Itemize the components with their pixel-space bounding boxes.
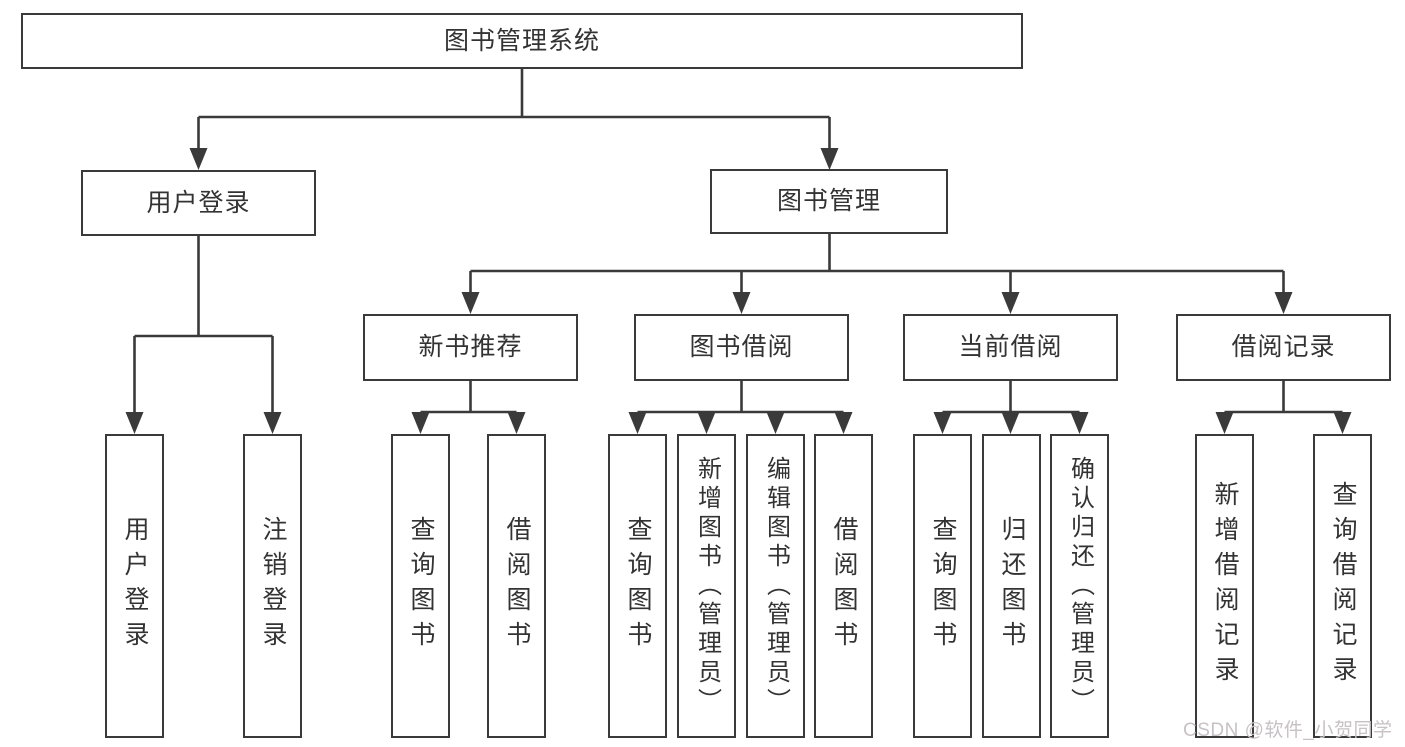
leaf-borrow-books-recommend: 借阅图书 <box>487 434 546 738</box>
leaf-query-books-current: 查询图书 <box>913 434 972 738</box>
node-label: 当前借阅 <box>958 333 1063 361</box>
leaf-return-books: 归还图书 <box>982 434 1041 738</box>
leaf-query-books-borrowing: 查询图书 <box>608 434 667 738</box>
arrow-down-icon <box>461 292 480 314</box>
node-label: 查询图书 <box>929 516 957 656</box>
node-user-login: 用户登录 <box>81 170 316 236</box>
node-label: 查询图书 <box>624 516 652 656</box>
arrow-down-icon <box>766 412 785 434</box>
node-label: 用户登录 <box>146 188 251 217</box>
node-borrowing-records: 借阅记录 <box>1176 314 1391 381</box>
leaf-user-login: 用户登录 <box>105 434 164 738</box>
node-label: 归还图书 <box>998 516 1026 656</box>
arrow-down-icon <box>507 412 526 434</box>
node-book-borrowing: 图书借阅 <box>634 314 849 381</box>
node-book-management: 图书管理 <box>710 169 948 234</box>
node-label: 新增图书（管理员） <box>693 455 721 717</box>
leaf-borrow-books: 借阅图书 <box>814 434 873 738</box>
csdn-watermark: CSDN @软件_小贺同学 <box>1183 720 1393 741</box>
arrow-down-icon <box>1274 292 1293 314</box>
leaf-query-books-recommend: 查询图书 <box>391 434 450 738</box>
node-label: 借阅记录 <box>1231 333 1336 361</box>
arrow-down-icon <box>1070 412 1089 434</box>
node-label: 用户登录 <box>121 516 149 656</box>
leaf-add-books-admin: 新增图书（管理员） <box>677 434 736 738</box>
node-label: 确认归还（管理员） <box>1066 455 1094 717</box>
leaf-edit-books-admin: 编辑图书（管理员） <box>746 434 805 738</box>
arrow-down-icon <box>628 412 647 434</box>
node-label: 借阅图书 <box>503 516 531 656</box>
arrow-down-icon <box>1001 412 1020 434</box>
node-label: 查询图书 <box>407 516 435 656</box>
node-label: 新书推荐 <box>418 333 523 361</box>
leaf-query-borrow-record: 查询借阅记录 <box>1313 434 1372 738</box>
arrow-down-icon <box>697 412 716 434</box>
node-label: 图书借阅 <box>689 333 794 361</box>
arrow-down-icon <box>834 412 853 434</box>
leaf-add-borrow-record: 新增借阅记录 <box>1195 434 1254 738</box>
node-label: 编辑图书（管理员） <box>762 455 790 717</box>
arrow-down-icon <box>125 412 144 434</box>
arrow-down-icon <box>820 148 839 170</box>
node-label: 新增借阅记录 <box>1211 481 1239 691</box>
arrow-down-icon <box>263 412 282 434</box>
arrow-down-icon <box>189 148 208 170</box>
node-label: 图书管理 <box>776 187 881 215</box>
arrow-down-icon <box>1333 412 1352 434</box>
node-label: 注销登录 <box>259 516 287 656</box>
arrow-down-icon <box>732 292 751 314</box>
node-current-borrowing: 当前借阅 <box>903 314 1118 381</box>
node-label: 借阅图书 <box>830 516 858 656</box>
leaf-confirm-return-admin: 确认归还（管理员） <box>1050 434 1109 738</box>
node-new-book-recommendation: 新书推荐 <box>363 314 578 381</box>
arrow-down-icon <box>1001 292 1020 314</box>
leaf-logout: 注销登录 <box>243 434 302 738</box>
arrow-down-icon <box>1215 412 1234 434</box>
node-label: 图书管理系统 <box>443 26 600 55</box>
arrow-down-icon <box>933 412 952 434</box>
node-label: 查询借阅记录 <box>1329 481 1357 691</box>
arrow-down-icon <box>411 412 430 434</box>
node-library-management-system: 图书管理系统 <box>21 13 1023 69</box>
